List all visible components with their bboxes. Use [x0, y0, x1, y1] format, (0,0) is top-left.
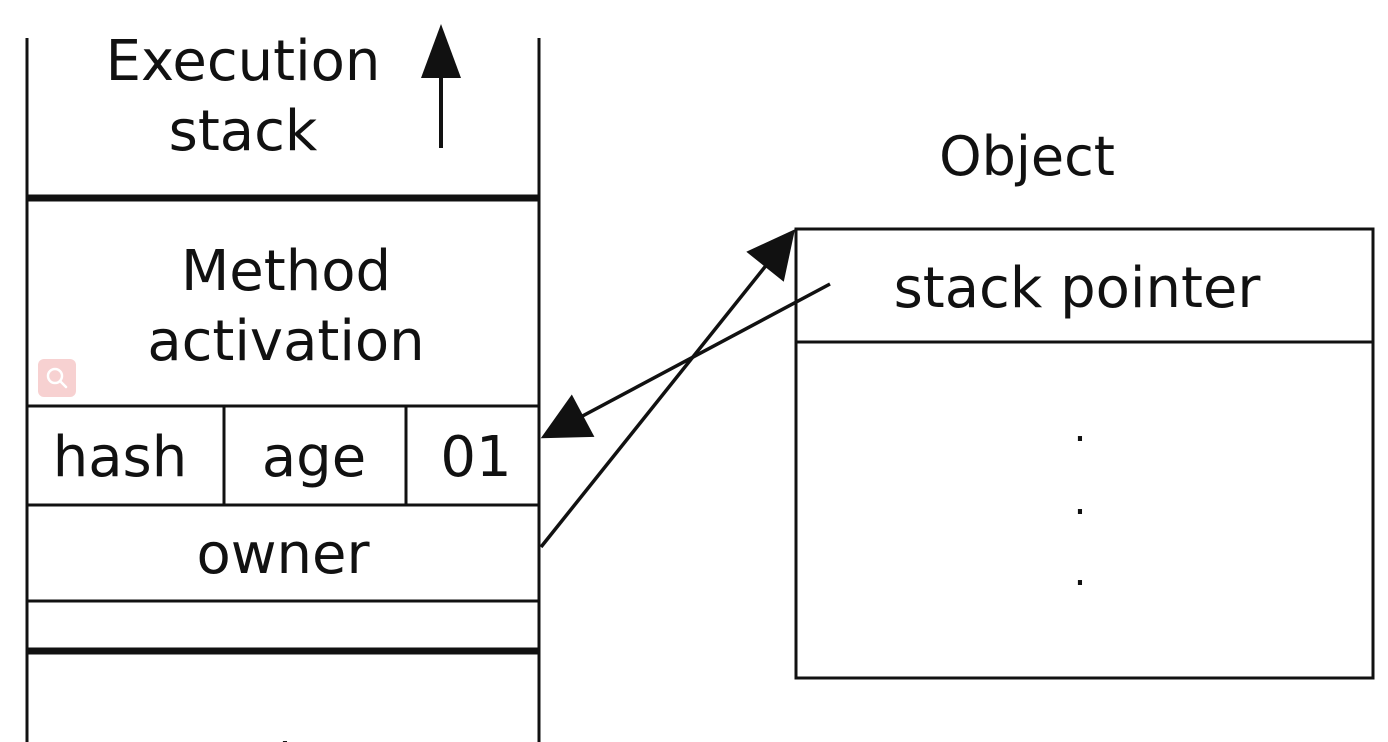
owner-cell: owner — [196, 522, 370, 587]
stack-pointer-field: stack pointer — [894, 256, 1262, 321]
execution-stack-title: Execution — [106, 29, 381, 94]
object-ellipsis-dot: . — [1074, 405, 1087, 451]
method-activation-line2: activation — [147, 309, 424, 374]
age-cell: age — [262, 425, 366, 490]
method-activation-line1: Method — [181, 239, 391, 304]
object-outline — [794, 227, 1375, 680]
object-ellipsis-dot: . — [1074, 478, 1087, 524]
execution-stack-subtitle: stack — [169, 99, 318, 164]
object-title: Object — [939, 125, 1115, 188]
object-ellipsis-dot: . — [1074, 549, 1087, 595]
stack-continuation-dot: . — [279, 710, 292, 742]
execution-stack — [25, 38, 541, 742]
arrow-up-icon — [421, 24, 461, 148]
owner-to-object-arrow — [539, 229, 795, 549]
object-box — [794, 227, 1375, 680]
search-glyph — [46, 367, 68, 389]
stack-pointer-to-lock-record-arrow — [540, 282, 831, 439]
search-icon[interactable] — [38, 359, 76, 397]
hash-cell: hash — [53, 425, 187, 490]
lock-flag-cell: 01 — [440, 425, 511, 490]
